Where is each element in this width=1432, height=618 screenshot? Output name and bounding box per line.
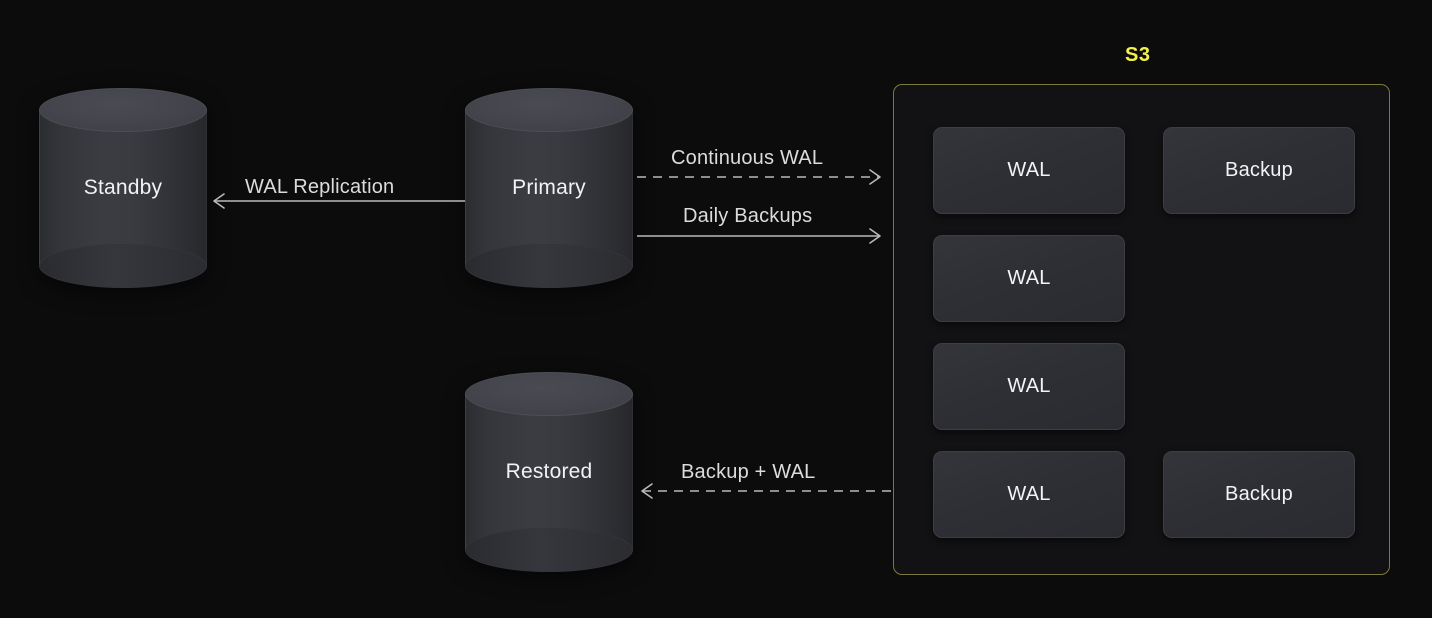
s3-item-label: WAL: [1007, 267, 1051, 289]
cylinder-top: [465, 88, 633, 132]
s3-item-wal-3[interactable]: WAL: [933, 343, 1125, 430]
cylinder-top: [465, 372, 633, 416]
edge-daily-backups: [637, 225, 889, 247]
edge-label-backup-plus-wal: Backup + WAL: [681, 461, 816, 483]
s3-item-label: Backup: [1225, 159, 1293, 181]
s3-container: WAL Backup WAL WAL WAL Backup: [893, 84, 1390, 575]
s3-item-label: Backup: [1225, 483, 1293, 505]
cylinder-top: [39, 88, 207, 132]
s3-item-wal-4[interactable]: WAL: [933, 451, 1125, 538]
s3-item-label: WAL: [1007, 483, 1051, 505]
node-restored: Restored: [465, 372, 633, 572]
node-restored-label: Restored: [505, 460, 593, 483]
s3-item-label: WAL: [1007, 375, 1051, 397]
node-standby: Standby: [39, 88, 207, 288]
s3-item-wal-2[interactable]: WAL: [933, 235, 1125, 322]
cylinder-bottom: [39, 244, 207, 288]
node-primary-label: Primary: [512, 176, 586, 199]
edge-label-daily-backups: Daily Backups: [683, 205, 813, 227]
s3-item-label: WAL: [1007, 159, 1051, 181]
edge-wal-replication: [205, 190, 465, 212]
edge-continuous-wal: [637, 166, 889, 188]
s3-item-backup-2[interactable]: Backup: [1163, 451, 1355, 538]
cylinder-bottom: [465, 528, 633, 572]
cylinder-body: [465, 394, 633, 550]
edge-label-continuous-wal: Continuous WAL: [671, 147, 824, 169]
s3-item-backup-1[interactable]: Backup: [1163, 127, 1355, 214]
s3-title: S3: [1125, 44, 1151, 66]
cylinder-body: [465, 110, 633, 266]
edge-label-wal-replication: WAL Replication: [245, 176, 395, 198]
edge-backup-plus-wal: [633, 480, 891, 502]
cylinder-body: [39, 110, 207, 266]
s3-item-wal-1[interactable]: WAL: [933, 127, 1125, 214]
node-primary: Primary: [465, 88, 633, 288]
cylinder-bottom: [465, 244, 633, 288]
node-standby-label: Standby: [83, 176, 163, 199]
